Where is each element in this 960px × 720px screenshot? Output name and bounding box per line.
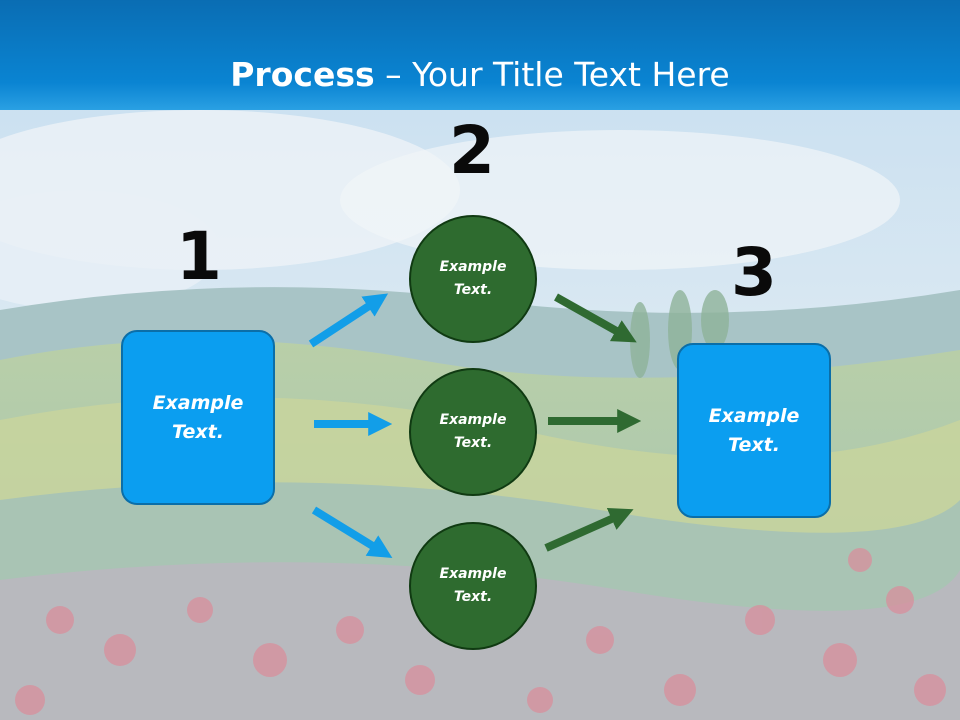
step-1-box: Example Text. [121,330,275,505]
step-2-circle-top-text: Example Text. [439,259,507,298]
step-2-number: 2 [449,112,495,189]
step-2-circle-top: Example Text. [409,215,537,343]
header-band [0,0,960,110]
step-2-circle-middle-text: Example Text. [439,412,507,451]
step-3-box-text: Example Text. [708,404,800,456]
step-1-number: 1 [176,218,222,295]
arrow-1-to-top-circle [308,293,389,348]
arrow-top-circle-to-3 [554,293,637,343]
step-2-circle-bottom: Example Text. [409,522,537,650]
title-rest: – Your Title Text Here [374,55,730,94]
step-2-circle-bottom-text: Example Text. [439,566,507,605]
title-strong: Process [230,55,375,94]
step-3-number: 3 [731,234,777,311]
step-2-circle-middle: Example Text. [409,368,537,496]
arrow-1-to-bottom-circle [311,506,393,559]
slide-title: Process – Your Title Text Here [0,52,960,98]
step-1-box-text: Example Text. [152,391,244,443]
step-3-box: Example Text. [677,343,831,518]
arrow-bottom-circle-to-3 [544,507,634,552]
